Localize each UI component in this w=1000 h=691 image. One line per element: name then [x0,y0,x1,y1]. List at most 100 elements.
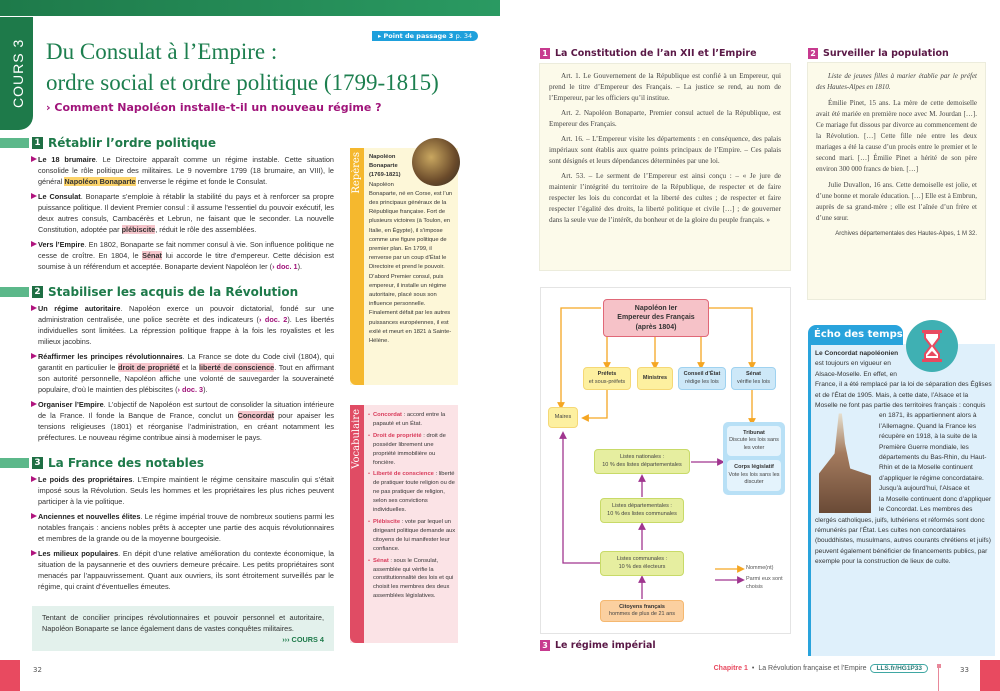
point-de-passage-link[interactable]: ▸ Point de passage 3 p. 34 [372,31,479,41]
vocab-term-highlight: Concordat [237,411,275,420]
gutter-line [938,668,939,691]
page-corner-marker [980,660,1000,691]
doc2-intro: Liste de jeunes filles à marier établie … [816,72,977,91]
footer-chapter-title: La Révolution française et l’Empire [758,665,867,672]
paragraph-text: renverse le régime et fonde le Consulat. [135,177,268,186]
prefets-sub: et sous-préfets [588,378,626,385]
paragraph-lead: Le 18 brumaire [38,155,96,164]
paragraph-text: ). [203,385,208,394]
corps-title: Corps législatif [734,464,774,471]
doc-reference-link[interactable]: › doc. 2 [259,315,288,324]
section-accent-bar [0,457,29,468]
bullet-icon [31,156,37,162]
page-number-left: 32 [33,666,42,674]
choisis-arrows [559,431,725,599]
vocab-item: Sénat : sous le Consulat, assemblée qui … [368,557,456,602]
paragraph-lead: Le poids des propriétaires [38,475,133,484]
nationales-title: Listes nationales : [619,454,665,460]
doc-reference-link[interactable]: › doc. 1 [272,262,298,271]
top-color-band [0,0,500,16]
pdp-label: Point de passage 3 [383,32,454,40]
problematic-question: › Comment Napoléon installe-t-il un nouv… [46,101,382,114]
paragraph-lead: Le Consulat [38,192,81,201]
page-footer: Chapitre 1 • La Révolution française et … [714,664,928,673]
communales-title: Listes communales : [616,556,668,562]
paragraph-lead: Les milieux populaires [38,549,119,558]
vocab-term: Plébiscite [373,518,401,525]
reperes-tab: Repères [350,148,364,385]
paragraph-text: . Napoléon exerce un pouvoir dictatorial… [38,304,334,324]
maires-title: Maires [554,413,572,420]
reperes-label: Repères [351,152,362,194]
pdp-page: p. 34 [455,32,473,40]
vocab-term-highlight: Napoléon Bonaparte [64,177,136,186]
next-cours-link[interactable]: ››› COURS 4 [282,635,324,644]
doc2-source: Archives départementales des Hautes-Alpe… [835,231,977,237]
hourglass-spacer [904,349,992,373]
doc1-article: Art. 53. – Le serment de l’Empereur est … [549,172,781,224]
echo-lead: Le Concordat napoléonien [815,350,899,357]
legend-choisis: Parmi eux sont choisis [746,576,783,590]
paragraph-text: . En dépit d’une relative amélioration d… [38,549,335,591]
nationales-sub: 10 % des listes départementales [602,461,682,468]
page-title: Du Consulat à l’Empire :ordre social et … [46,36,439,98]
paragraph-lead: Un régime autoritaire [38,304,121,313]
summary-text: Tentant de concilier principes révolutio… [42,613,324,633]
vocab-term-highlight: Sénat [142,251,162,260]
section-paragraph: Le poids des propriétaires. L’Empire mai… [31,474,334,507]
doc2-text-box: Liste de jeunes filles à marier établie … [808,63,985,299]
hourglass-icon [906,320,958,372]
paragraph-text: . La France se dote du Code civil (1804)… [38,352,335,372]
legend-nomme: Nomme(nt) [746,565,774,571]
vocab-definition: : liberté de pratiquer toute religion ou… [373,471,455,514]
vocabulaire-list: Concordat : accord entre la papauté et u… [368,411,456,604]
departementales-sub: 10 % des listes communales [607,510,677,517]
paragraph-text: . Tout en affirmant son autorité personn… [38,363,334,394]
section-number: 3 [32,456,43,469]
napoleon-portrait-image [412,138,460,186]
paragraph-text: . Bonaparte s’emploie à rétablir la stab… [38,192,334,234]
section-paragraph: Un régime autoritaire. Napoléon exerce u… [31,303,334,347]
conseil-sub: rédige les lois [685,378,719,385]
section-title: La France des notables [48,455,204,470]
emperor-name: Napoléon Ier [634,304,678,312]
ministres-title: Ministres [642,374,668,381]
paragraph-text: . Le Directoire apparaît comme un régime… [38,155,334,186]
section-title: Stabiliser les acquis de la Révolution [48,284,299,299]
doc1-title-text: La Constitution de l’an XII et l’Empire [555,48,757,59]
paragraph-text: . En 1802, Bonaparte se fait nommer cons… [38,240,334,260]
footer-link[interactable]: LLS.fr/HG1P33 [870,664,928,673]
listes-departementales-box: Listes départementales :10 % des listes … [600,498,684,523]
emperor-date: (après 1804) [635,323,677,331]
section-paragraph: Réaffirmer les principes révolutionnaire… [31,351,335,395]
section-paragraph: Le 18 brumaire. Le Directoire apparaît c… [31,154,334,187]
footer-separator: • [751,665,755,672]
cours-tab: COURS 3 [0,17,33,130]
paragraph-text: . L’Empire maintient le régime censitair… [38,475,334,506]
title-line-2: ordre social et ordre politique (1799-18… [46,70,439,95]
senat-sub: vérifie les lois [736,378,770,385]
paragraph-lead: Anciennes et nouvelles élites [38,512,141,521]
vocab-item: Liberté de conscience : liberté de prati… [368,470,456,515]
paragraph-lead: Réaffirmer les principes révolutionnaire… [38,352,183,361]
vocabulaire-tab: Vocabulaire [350,405,364,643]
vocabulaire-box: Vocabulaire Concordat : accord entre la … [350,405,458,643]
section-paragraph: Organiser l’Empire. L’objectif de Napolé… [31,399,334,443]
reperes-text: Napoléon Bonaparte, né en Corse, est l’u… [369,181,453,345]
doc-reference-link[interactable]: › doc. 3 [177,385,204,394]
paragraph-text: , réduit le rôle des assemblées. [155,225,257,234]
page-number-right: 33 [960,666,969,674]
section-paragraph: Les milieux populaires. En dépit d’une r… [31,548,335,592]
vocab-term: Droit de propriété [373,432,422,439]
paragraph-text: ). Les libertés individuelles sont limit… [38,315,334,346]
reperes-name: Napoléon Bonaparte (1769-1821) [369,154,401,179]
